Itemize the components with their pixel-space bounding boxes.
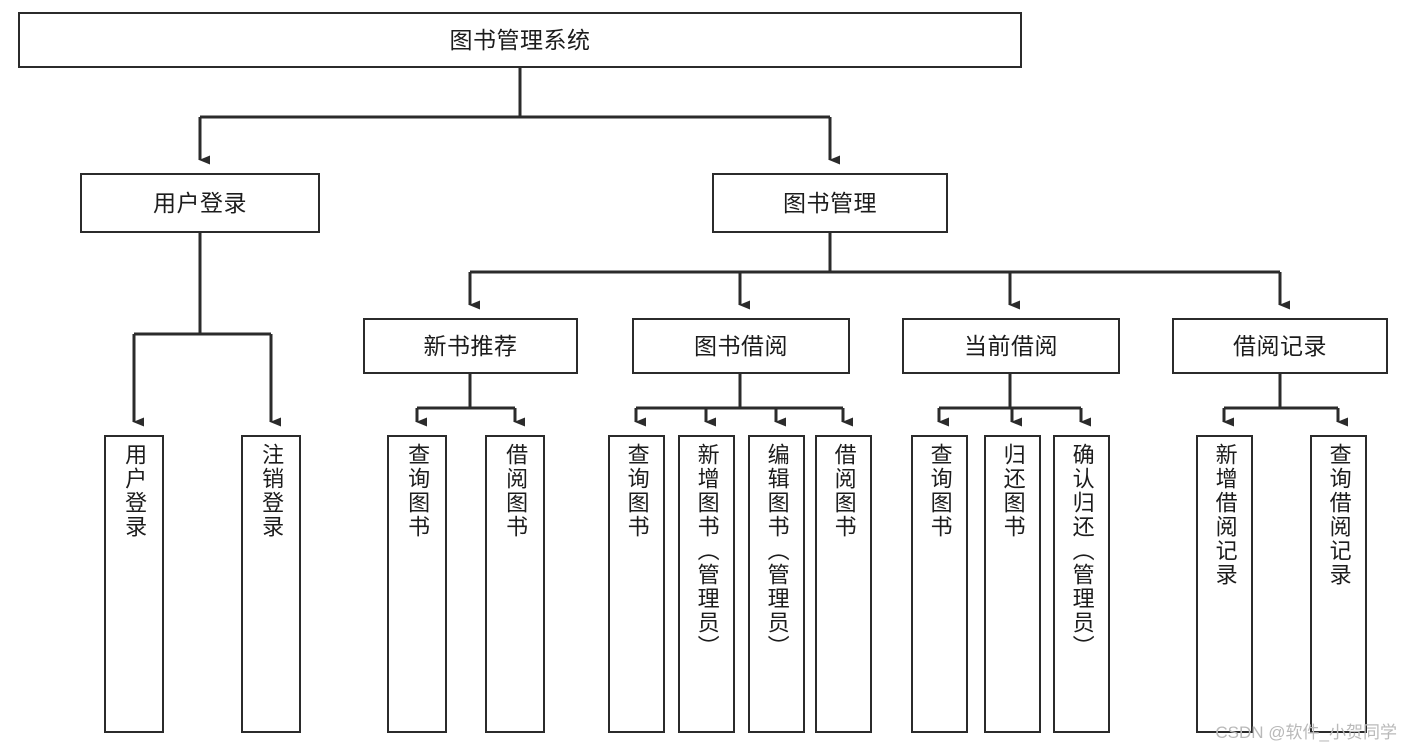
node-borrow-record[interactable]: 借阅记录 [1172,318,1388,374]
node-leaf-confirm-return-label: 确认归还（管理员） [1069,443,1095,659]
node-leaf-logout-label: 注销登录 [259,443,285,539]
node-leaf-add-record-label: 新增借阅记录 [1212,443,1238,587]
node-leaf-query-book-cur-label: 查询图书 [927,443,953,539]
node-leaf-borrow-book-rec-label: 借阅图书 [503,443,529,539]
node-leaf-query-record[interactable]: 查询借阅记录 [1310,435,1367,733]
node-book-manage-label: 图书管理 [783,189,877,216]
node-leaf-user-login-label: 用户登录 [122,443,148,539]
node-leaf-borrow-book[interactable]: 借阅图书 [815,435,872,733]
node-leaf-query-book-rec[interactable]: 查询图书 [387,435,447,733]
node-leaf-add-record[interactable]: 新增借阅记录 [1196,435,1253,733]
node-user-login-label: 用户登录 [153,189,247,216]
node-leaf-query-book-cur[interactable]: 查询图书 [911,435,968,733]
node-leaf-borrow-book-label: 借阅图书 [831,443,857,539]
node-leaf-logout[interactable]: 注销登录 [241,435,301,733]
node-leaf-query-record-label: 查询借阅记录 [1326,443,1352,587]
node-leaf-edit-book[interactable]: 编辑图书（管理员） [748,435,805,733]
node-current-borrow[interactable]: 当前借阅 [902,318,1120,374]
node-current-borrow-label: 当前借阅 [964,332,1058,359]
node-leaf-edit-book-label: 编辑图书（管理员） [764,443,790,659]
node-leaf-query-book-borrow[interactable]: 查询图书 [608,435,665,733]
node-root-label: 图书管理系统 [449,26,591,53]
node-new-book-rec-label: 新书推荐 [423,332,518,359]
node-user-login[interactable]: 用户登录 [80,173,320,233]
node-leaf-return-book[interactable]: 归还图书 [984,435,1041,733]
node-leaf-add-book[interactable]: 新增图书（管理员） [678,435,735,733]
node-borrow-record-label: 借阅记录 [1233,332,1327,359]
node-leaf-confirm-return[interactable]: 确认归还（管理员） [1053,435,1110,733]
node-new-book-rec[interactable]: 新书推荐 [363,318,578,374]
node-book-manage[interactable]: 图书管理 [712,173,948,233]
node-book-borrow-label: 图书借阅 [694,332,788,359]
node-leaf-borrow-book-rec[interactable]: 借阅图书 [485,435,545,733]
node-leaf-return-book-label: 归还图书 [1000,443,1026,539]
node-book-borrow[interactable]: 图书借阅 [632,318,850,374]
node-root[interactable]: 图书管理系统 [18,12,1022,68]
node-leaf-query-book-borrow-label: 查询图书 [624,443,650,539]
watermark: CSDN @软件_小贺同学 [1215,723,1397,742]
node-leaf-user-login[interactable]: 用户登录 [104,435,164,733]
node-leaf-query-book-rec-label: 查询图书 [405,443,431,539]
node-leaf-add-book-label: 新增图书（管理员） [694,443,720,659]
